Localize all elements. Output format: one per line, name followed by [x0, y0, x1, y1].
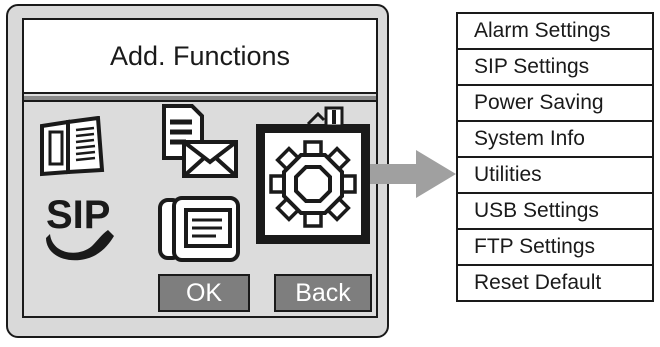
- settings-menu: Alarm Settings SIP Settings Power Saving…: [456, 12, 654, 302]
- title-separator: [24, 96, 376, 102]
- menu-item-ftp-settings[interactable]: FTP Settings: [456, 230, 654, 266]
- menu-item-system-info[interactable]: System Info: [456, 122, 654, 158]
- sip-icon-text: SIP: [46, 193, 110, 237]
- menu-item-reset-default[interactable]: Reset Default: [456, 266, 654, 302]
- menu-item-utilities[interactable]: Utilities: [456, 158, 654, 194]
- menu-item-alarm-settings[interactable]: Alarm Settings: [456, 12, 654, 50]
- phonebook-icon[interactable]: [38, 116, 106, 178]
- selected-function-frame[interactable]: [256, 124, 370, 244]
- pointer-arrow: [370, 150, 456, 198]
- settings-gear-icon: [269, 140, 357, 228]
- device-screen: Add. Functions: [22, 18, 378, 318]
- screen-title: Add. Functions: [24, 20, 376, 94]
- messages-icon[interactable]: [158, 102, 240, 182]
- sip-icon[interactable]: SIP: [42, 188, 128, 262]
- device-frame: Add. Functions: [6, 4, 389, 338]
- ok-button[interactable]: OK: [158, 274, 250, 312]
- menu-item-sip-settings[interactable]: SIP Settings: [456, 50, 654, 86]
- back-button[interactable]: Back: [274, 274, 372, 312]
- menu-item-usb-settings[interactable]: USB Settings: [456, 194, 654, 230]
- desk-phone-icon[interactable]: [156, 194, 244, 264]
- partially-hidden-icon: [306, 106, 344, 126]
- menu-item-power-saving[interactable]: Power Saving: [456, 86, 654, 122]
